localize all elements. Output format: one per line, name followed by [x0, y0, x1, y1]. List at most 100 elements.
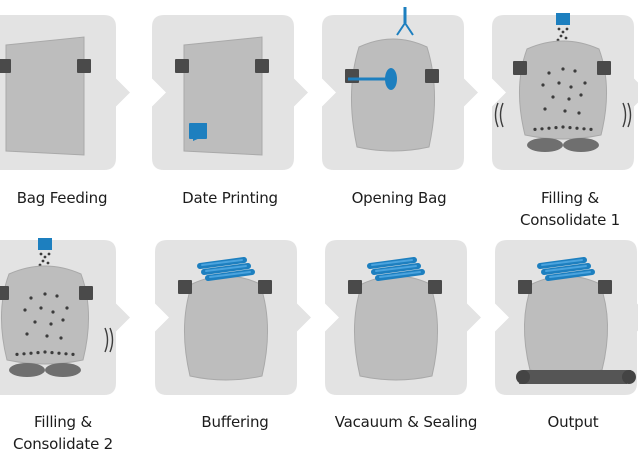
sealing-roller-highlight — [201, 259, 243, 266]
product-particle — [561, 67, 565, 71]
settled-particle — [533, 127, 537, 131]
step-label-output: Output — [547, 413, 599, 431]
falling-product-particle — [564, 36, 568, 40]
sealing-roller-highlight — [209, 271, 251, 278]
settled-particle — [50, 351, 54, 355]
step-label-vacuum-sealing: Vacauum & Sealing — [334, 413, 478, 431]
process-step-4 — [492, 13, 638, 170]
product-particle — [39, 306, 43, 310]
conveyor-roller-right — [622, 370, 636, 384]
falling-product-particle — [47, 252, 51, 256]
filling-vibration-bag-icon — [1, 265, 89, 365]
right-clamp-icon — [428, 280, 442, 294]
filler-nozzle-icon — [556, 13, 570, 25]
vibration-mark — [494, 102, 499, 128]
falling-product-particle — [559, 34, 563, 38]
vibration-mark — [627, 102, 632, 128]
right-clamp-icon — [597, 61, 611, 75]
product-particle — [61, 318, 65, 322]
product-particle — [43, 292, 47, 296]
product-particle — [563, 109, 567, 113]
step-label-filling-consolidate-2: Filling & Consolidate 2 — [12, 413, 114, 453]
sealing-roller-highlight — [541, 259, 583, 266]
settled-particle — [43, 350, 47, 354]
vibrator-pad-right — [45, 363, 81, 377]
product-particle — [551, 95, 555, 99]
product-particle — [557, 81, 561, 85]
filling-vibration-bag-icon — [519, 40, 607, 140]
product-particle — [543, 107, 547, 111]
product-particle — [547, 71, 551, 75]
settled-particle — [15, 352, 19, 356]
vibration-mark — [622, 102, 627, 128]
process-step-5 — [0, 238, 130, 395]
conveyor-output-bag-icon — [524, 275, 608, 375]
right-clamp-icon — [77, 59, 91, 73]
step-label-buffering: Buffering — [201, 413, 269, 431]
left-clamp-icon — [345, 69, 359, 83]
sealing-roller-highlight — [205, 265, 247, 272]
settled-particle — [22, 352, 26, 356]
settled-particle — [57, 351, 61, 355]
falling-product-particle — [46, 261, 50, 265]
product-particle — [51, 310, 55, 314]
process-step-8 — [495, 240, 638, 395]
settled-particle — [589, 127, 593, 131]
product-particle — [45, 334, 49, 338]
process-step-2 — [152, 15, 308, 170]
settled-particle — [29, 351, 33, 355]
settled-particle — [568, 126, 572, 130]
product-particle — [25, 332, 29, 336]
product-particle — [23, 308, 27, 312]
falling-product-particle — [561, 30, 565, 34]
product-particle — [567, 97, 571, 101]
falling-product-particle — [39, 252, 43, 256]
vibrator-pad-left — [9, 363, 45, 377]
process-step-1 — [0, 15, 130, 170]
right-clamp-icon — [425, 69, 439, 83]
vibrator-pad-left — [527, 138, 563, 152]
suction-pad-icon — [385, 68, 397, 90]
falling-product-particle — [43, 255, 47, 259]
suction-cup-icon — [396, 22, 414, 36]
flat-bag-icon — [5, 36, 85, 156]
sealing-roller-highlight — [545, 265, 587, 272]
sealing-bag-rollers-icon — [354, 275, 438, 381]
product-particle — [541, 83, 545, 87]
conveyor-roller-left — [516, 370, 530, 384]
process-step-3 — [322, 7, 478, 170]
vibration-mark — [499, 102, 504, 128]
step-label-opening-bag: Opening Bag — [351, 189, 447, 207]
vibrator-pad-right — [563, 138, 599, 152]
left-clamp-icon — [0, 59, 11, 73]
process-step-7 — [325, 240, 481, 395]
falling-product-particle — [557, 27, 561, 31]
filler-nozzle-icon — [38, 238, 52, 250]
vibration-mark — [109, 327, 114, 353]
sealing-roller-highlight — [549, 271, 591, 278]
product-particle — [49, 322, 53, 326]
left-clamp-icon — [518, 280, 532, 294]
left-clamp-icon — [0, 286, 9, 300]
sealing-roller-highlight — [375, 265, 417, 272]
settled-particle — [64, 352, 68, 356]
left-clamp-icon — [175, 59, 189, 73]
sealing-roller-highlight — [371, 259, 413, 266]
date-printer-head — [189, 123, 207, 139]
product-particle — [569, 85, 573, 89]
suction-open-bag-icon — [350, 38, 436, 152]
process-step-6 — [155, 240, 311, 395]
right-clamp-icon — [255, 59, 269, 73]
step-label-date-printing: Date Printing — [182, 189, 278, 207]
right-clamp-icon — [258, 280, 272, 294]
right-clamp-icon — [79, 286, 93, 300]
settled-particle — [582, 127, 586, 131]
settled-particle — [554, 126, 558, 130]
filled-bag-rollers-icon — [184, 275, 268, 381]
settled-particle — [547, 126, 551, 130]
settled-particle — [71, 352, 75, 356]
settled-particle — [36, 351, 40, 355]
right-clamp-icon — [598, 280, 612, 294]
